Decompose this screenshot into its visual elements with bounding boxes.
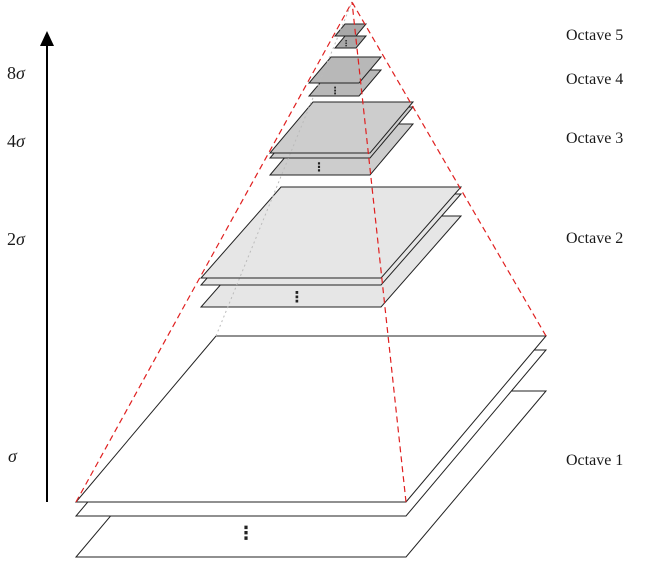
scale-label-sigma: σ	[8, 446, 18, 466]
scale-axis	[40, 31, 54, 502]
pyramid-edge-back-left	[215, 1, 353, 337]
octave-1-label: Octave 1	[566, 452, 623, 469]
pyramid-edge-left	[75, 1, 353, 503]
scale-labels: 8σ 4σ 2σ σ	[7, 63, 26, 466]
octave-1-stack: ⋮	[74, 335, 548, 558]
octave-1-ellipsis: ⋮	[237, 523, 255, 544]
octave-5-ellipsis: ⋮	[342, 39, 350, 48]
pyramid-edges	[75, 1, 547, 503]
pyramid-edge-back-right	[351, 1, 547, 337]
octave-3-layer-front	[268, 101, 415, 154]
octave-2-label: Octave 2	[566, 230, 623, 247]
octave-1-layer-front	[74, 335, 548, 503]
scale-label-4sigma: 4σ	[7, 131, 26, 151]
octave-3-stack: ⋮	[268, 101, 415, 176]
octave-2-stack: ⋮	[199, 186, 463, 308]
pyramid-edge-front-right	[351, 1, 407, 503]
octave-3-ellipsis: ⋮	[313, 160, 325, 174]
octave-4-ellipsis: ⋮	[330, 86, 340, 97]
octave-5-stack: ⋮	[333, 23, 368, 49]
octave-5-layer-back	[333, 35, 368, 49]
octave-labels: Octave 5 Octave 4 Octave 3 Octave 2 Octa…	[566, 27, 623, 469]
octave-4-stack: ⋮	[307, 56, 383, 97]
scale-label-2sigma: 2σ	[7, 229, 26, 249]
octave-5-label: Octave 5	[566, 27, 623, 44]
scale-label-8sigma: 8σ	[7, 63, 26, 83]
scale-axis-arrowhead	[40, 31, 54, 46]
octave-5-layer-front	[333, 23, 368, 37]
octave-4-layer-front	[307, 56, 383, 84]
octave-2-layer-front	[199, 186, 463, 279]
octave-3-label: Octave 3	[566, 130, 623, 147]
octave-2-ellipsis: ⋮	[290, 288, 305, 306]
octave-4-label: Octave 4	[566, 71, 623, 88]
